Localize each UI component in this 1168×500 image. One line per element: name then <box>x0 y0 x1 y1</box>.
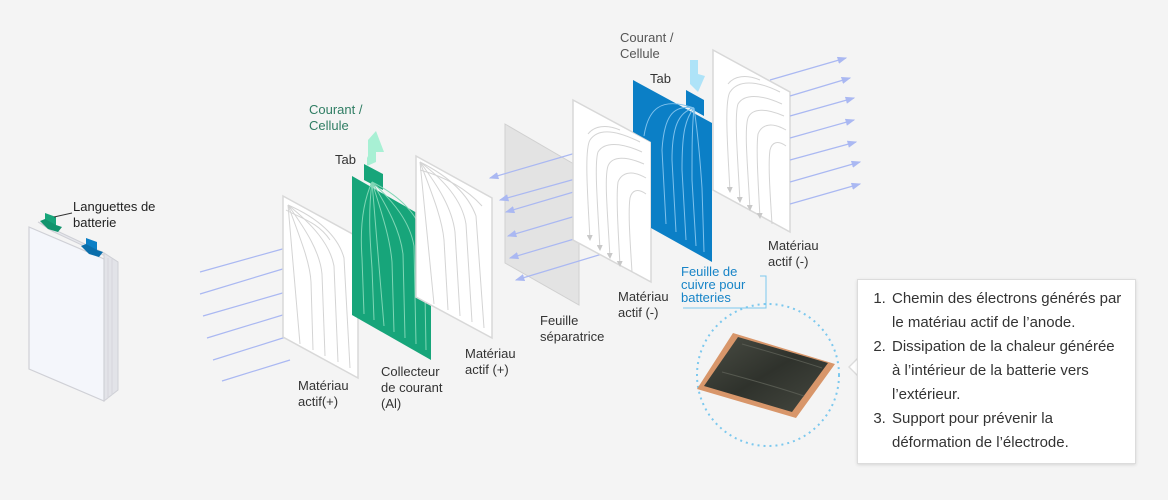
label-battery-tabs: Languettes de batterie <box>73 199 156 230</box>
label-active-minus-2: Matériau actif (-) <box>768 238 819 269</box>
info-list: Chemin des électrons générés par le maté… <box>858 280 1135 455</box>
copper-foil-collector <box>633 60 712 262</box>
active-material-plus-1 <box>282 194 359 380</box>
active-material-minus-2 <box>712 48 791 234</box>
current-arrow-down-icon <box>690 60 705 92</box>
label-current-right: Courant / Cellule <box>620 30 674 61</box>
info-item-1: Chemin des électrons générés par le maté… <box>890 287 1125 335</box>
info-item-3: Support pour prévenir la déformation de … <box>890 407 1125 455</box>
label-tab-right: Tab <box>650 71 671 86</box>
battery-tab-blue <box>81 238 103 257</box>
label-active-minus-1: Matériau actif (-) <box>618 289 669 320</box>
info-box-pointer <box>848 358 858 376</box>
label-current-left: Courant / Cellule <box>309 102 363 133</box>
label-copper-foil: Feuille de cuivre pour batteries <box>681 264 746 305</box>
label-active-plus-2: Matériau actif (+) <box>465 346 516 377</box>
field-lines-right <box>769 56 862 205</box>
battery-tab-green <box>40 213 62 232</box>
current-collector-al <box>352 131 431 360</box>
active-material-minus-1 <box>572 98 652 284</box>
info-box: Chemin des électrons générés par le maté… <box>857 279 1136 464</box>
field-lines-left <box>199 247 291 382</box>
active-material-plus-2 <box>415 154 493 340</box>
separator-sheet <box>504 123 580 306</box>
label-collector: Collecteur de courant (Al) <box>381 364 443 411</box>
battery-cell <box>28 212 119 403</box>
label-active-plus-1: Matériau actif(+) <box>298 378 349 409</box>
label-separator: Feuille séparatrice <box>540 313 605 344</box>
copper-foil-callout <box>683 275 840 447</box>
current-arrow-up-icon <box>367 131 384 166</box>
info-item-2: Dissipation de la chaleur générée à l’in… <box>890 335 1125 407</box>
label-tab-left: Tab <box>335 152 356 167</box>
